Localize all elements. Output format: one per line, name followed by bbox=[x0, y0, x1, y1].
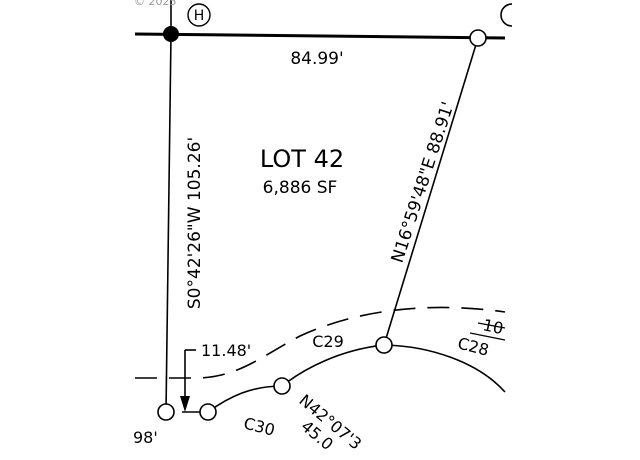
west-boundary-line bbox=[165, 33, 172, 413]
survey-point-curve-mid bbox=[273, 377, 291, 395]
curve-label-c29: C29 bbox=[312, 332, 344, 351]
north-distance-label: 84.99' bbox=[290, 49, 343, 69]
survey-point-ne bbox=[469, 29, 487, 47]
offset-arrow-head bbox=[180, 396, 190, 412]
curve-label-c30: C30 bbox=[242, 414, 277, 440]
survey-point-partial-top-right bbox=[500, 3, 513, 27]
survey-point-sw bbox=[157, 403, 175, 421]
curve-label-c28: C28 bbox=[456, 334, 491, 360]
offset-distance-label: 11.48' bbox=[201, 341, 251, 360]
copyright-watermark: © 2025 bbox=[134, 0, 177, 8]
partial-label-bottom-left: 98' bbox=[133, 428, 158, 447]
leader-line-right-c28 bbox=[469, 332, 506, 341]
leader-line-right-top bbox=[477, 322, 506, 329]
survey-point-curve-top bbox=[375, 336, 393, 354]
monument-symbol-circle bbox=[187, 3, 211, 27]
curve-boundary-solid bbox=[182, 344, 506, 413]
west-bearing-label: S0°42'26"W 105.26' bbox=[185, 137, 205, 309]
east-boundary-line bbox=[383, 37, 479, 346]
curve-centerline-dashed bbox=[135, 306, 506, 379]
monument-symbol-letter: H bbox=[194, 8, 205, 24]
north-boundary-line bbox=[134, 32, 506, 40]
partial-label-right-top: 10 bbox=[481, 315, 505, 338]
east-bearing-label: N16°59'48"E 88.91' bbox=[388, 99, 459, 265]
survey-point-curve-start bbox=[199, 403, 217, 421]
lot-area: 6,886 SF bbox=[263, 178, 338, 198]
survey-point-nw-filled bbox=[163, 26, 179, 42]
lot-name: LOT 42 bbox=[260, 145, 344, 173]
